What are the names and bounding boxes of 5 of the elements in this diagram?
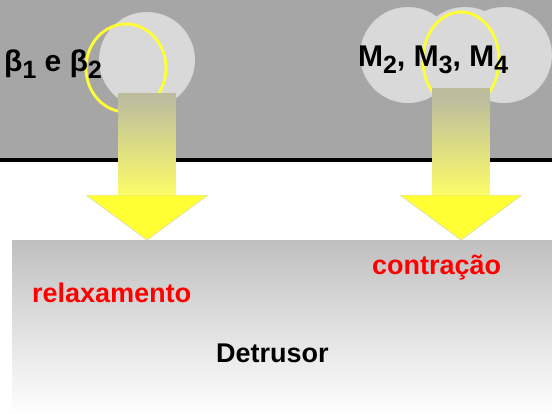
muscle-label: Detrusor [216, 338, 329, 369]
edge-label: contração [372, 250, 502, 281]
block-arrow [86, 93, 208, 240]
block-arrow [400, 88, 522, 240]
edge-label: relaxamento [32, 278, 192, 309]
